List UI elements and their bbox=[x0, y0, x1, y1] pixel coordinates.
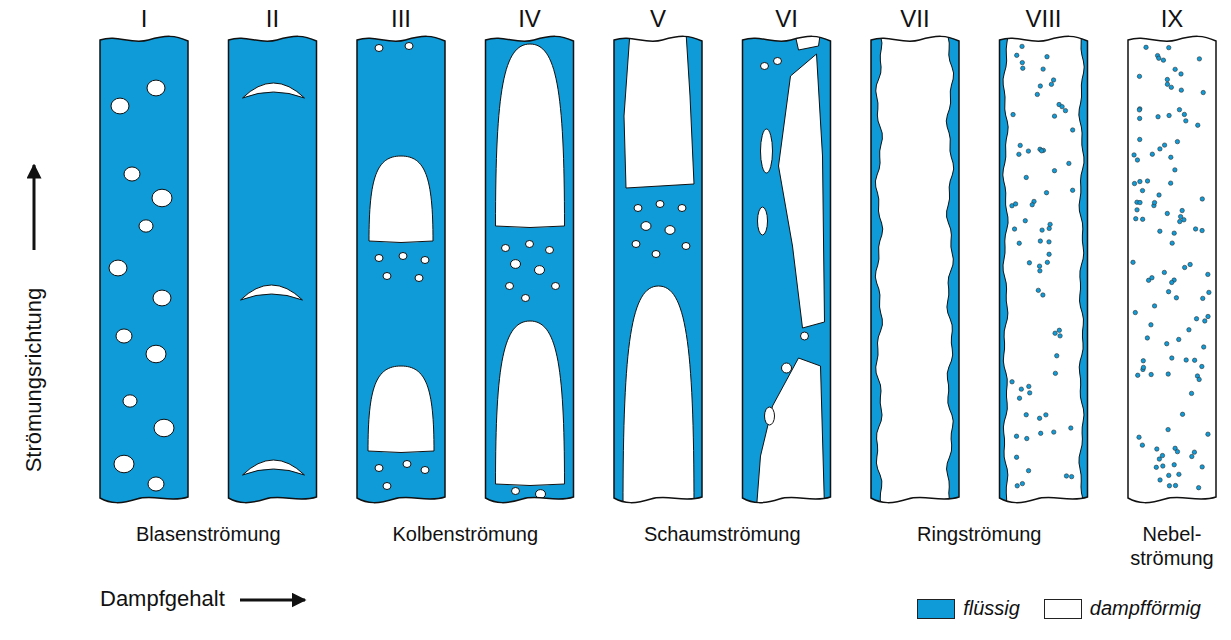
flow-tube bbox=[609, 31, 707, 510]
tube-number: IX bbox=[1161, 5, 1184, 34]
flow-tube bbox=[481, 31, 579, 505]
axis-label: Dampfgehalt bbox=[100, 586, 225, 612]
legend-swatch bbox=[917, 599, 955, 619]
tube-number: II bbox=[266, 5, 279, 34]
flow-tube bbox=[1123, 31, 1221, 505]
legend-text: flüssig bbox=[963, 597, 1020, 620]
flow-tube bbox=[224, 31, 322, 505]
tube-number: VIII bbox=[1025, 5, 1061, 34]
flow-tube bbox=[352, 31, 450, 505]
tube-number: VII bbox=[900, 5, 929, 34]
regime-label: Blasenströmung bbox=[136, 522, 281, 546]
legend: flüssig dampfförmig bbox=[917, 597, 1215, 620]
regime-label: Schaumströmung bbox=[644, 522, 801, 546]
legend-item: dampfförmig bbox=[1044, 597, 1215, 620]
tube-number: I bbox=[141, 5, 148, 34]
tube-number: IV bbox=[518, 5, 541, 34]
regime-label: Kolbenströmung bbox=[392, 522, 538, 546]
flow-tubes bbox=[95, 31, 1221, 510]
flow-tube bbox=[866, 31, 964, 505]
legend-swatch bbox=[1044, 599, 1082, 619]
tube-number: V bbox=[650, 5, 666, 34]
regime-label: Nebel- strömung bbox=[1122, 522, 1222, 570]
tube-number: III bbox=[391, 5, 411, 34]
direction-arrow bbox=[240, 599, 305, 602]
flow-tube bbox=[95, 31, 193, 505]
axis-label: Strömungsrichtung bbox=[21, 288, 47, 473]
direction-arrow bbox=[33, 165, 36, 250]
flow-tube bbox=[995, 31, 1093, 505]
regime-label: Ringströmung bbox=[917, 522, 1042, 546]
legend-text: dampfförmig bbox=[1090, 597, 1201, 620]
legend-item: flüssig bbox=[917, 597, 1034, 620]
flow-tube bbox=[738, 31, 836, 508]
tube-number: VI bbox=[775, 5, 798, 34]
